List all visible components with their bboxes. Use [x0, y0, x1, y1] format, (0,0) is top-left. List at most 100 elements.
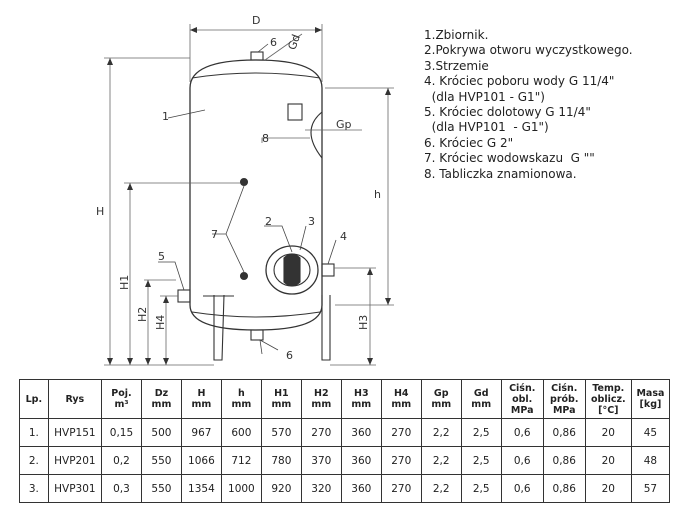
- column-header-line: Gd: [473, 388, 489, 399]
- column-header-line: Lp.: [25, 393, 43, 405]
- dim-label-gd: Gd: [285, 33, 303, 52]
- legend-item: (dla HVP101 - G1"): [424, 89, 545, 104]
- top-nozzle: [250, 51, 264, 61]
- column-header-line: prób.: [550, 393, 579, 405]
- column-header-line: Ciśn.: [551, 382, 578, 394]
- legend-item: (dla HVP101 - G1"): [424, 120, 549, 135]
- dim-label-h3: H3: [357, 315, 370, 330]
- callout-6-top: 6: [270, 36, 277, 49]
- column-header: Temp.oblicz.[°C]: [584, 379, 632, 419]
- inlet-nozzle: [177, 289, 191, 303]
- column-header: Ciśn.prób.MPa: [542, 379, 586, 419]
- legend-item: 4. Króciec poboru wody G 11/4": [424, 74, 615, 89]
- column-header-line: H2: [314, 388, 329, 399]
- column-header: Ciśn.obl.MPa: [500, 379, 544, 419]
- table-cell: 500: [140, 418, 182, 447]
- table-cell: 2,2: [420, 446, 462, 475]
- legend-item: 5. Króciec dolotowy G 11/4": [424, 105, 591, 120]
- legend-item: 6. Króciec G 2": [424, 135, 514, 150]
- table-cell: 2,5: [460, 474, 502, 503]
- column-header-line: H3: [354, 388, 369, 399]
- table-cell: 2,5: [460, 446, 502, 475]
- callout-1: 1: [162, 110, 169, 123]
- column-header-line: mm: [471, 399, 492, 410]
- column-header-line: Temp.: [592, 382, 625, 394]
- gauge-port-bottom: [239, 271, 249, 281]
- column-header-line: mm: [391, 399, 412, 410]
- callout-3: 3: [308, 215, 315, 228]
- column-header: Rys: [47, 379, 103, 419]
- dim-label-gp: Gp: [336, 118, 352, 131]
- table-cell: 920: [260, 474, 302, 503]
- table-cell: 20: [584, 418, 632, 447]
- column-header-line: Rys: [65, 393, 85, 405]
- dim-label-h: h: [374, 188, 381, 201]
- left-leg: [213, 294, 225, 361]
- table-cell: 2,2: [420, 418, 462, 447]
- nameplate: [287, 103, 303, 121]
- table-cell: 360: [340, 474, 382, 503]
- parts-legend: 1.Zbiornik.2.Pokrywa otworu wyczystkoweg…: [424, 28, 633, 182]
- callout-4: 4: [340, 230, 347, 243]
- column-header-line: Poj.: [111, 388, 132, 399]
- column-header-line: obl.: [512, 393, 533, 405]
- legend-item: 7. Króciec wodowskazu G "": [424, 151, 595, 166]
- table-cell: 0,6: [500, 474, 544, 503]
- legend-item: 1.Zbiornik.: [424, 28, 489, 42]
- side-nozzle-gp: [310, 111, 323, 159]
- legend-item: 2.Pokrywa otworu wyczystkowego.: [424, 43, 633, 58]
- column-header-line: m³: [114, 399, 129, 410]
- callout-7: 7: [211, 228, 218, 241]
- column-header: Masa[kg]: [630, 379, 671, 419]
- table-cell: 1000: [220, 474, 262, 503]
- bottom-nozzle: [250, 329, 264, 341]
- callout-2: 2: [265, 215, 272, 228]
- table-cell: HVP301: [47, 474, 103, 503]
- callout-5: 5: [158, 250, 165, 263]
- column-header: Lp.: [19, 379, 49, 419]
- dim-label-h1: H1: [118, 275, 131, 290]
- column-header: Poj.m³: [101, 379, 142, 419]
- table-cell: 370: [300, 446, 342, 475]
- inspection-cover: [265, 245, 319, 295]
- column-header-line: [kg]: [639, 399, 662, 410]
- tank-body: [189, 59, 323, 331]
- table-cell: 1066: [180, 446, 222, 475]
- table-cell: 967: [180, 418, 222, 447]
- table-cell: 360: [340, 446, 382, 475]
- table-cell: 270: [380, 446, 422, 475]
- table-cell: 20: [584, 446, 632, 475]
- column-header-line: mm: [311, 399, 332, 410]
- table-cell: 45: [630, 418, 671, 447]
- column-header-line: oblicz.: [591, 393, 626, 405]
- column-header-line: MPa: [510, 404, 534, 416]
- table-cell: HVP151: [47, 418, 103, 447]
- table-cell: 2,2: [420, 474, 462, 503]
- table-cell: 320: [300, 474, 342, 503]
- column-header-line: H: [197, 388, 206, 399]
- tank-technical-drawing: D H H1 H2 H4 h H3 Gp Gd 1 2 3 4 5 6 6 7 …: [96, 14, 394, 366]
- table-cell: 3.: [19, 474, 49, 503]
- column-header-line: MPa: [552, 404, 576, 416]
- table-cell: HVP201: [47, 446, 103, 475]
- table-cell: 57: [630, 474, 671, 503]
- column-header-line: mm: [271, 399, 292, 410]
- column-header-line: mm: [151, 399, 172, 410]
- column-header-line: [°C]: [598, 404, 619, 416]
- table-cell: 2.: [19, 446, 49, 475]
- table-cell: 0,86: [542, 446, 586, 475]
- table-cell: 0,15: [101, 418, 142, 447]
- table-cell: 0,86: [542, 474, 586, 503]
- table-cell: 0,6: [500, 446, 544, 475]
- table-cell: 550: [140, 446, 182, 475]
